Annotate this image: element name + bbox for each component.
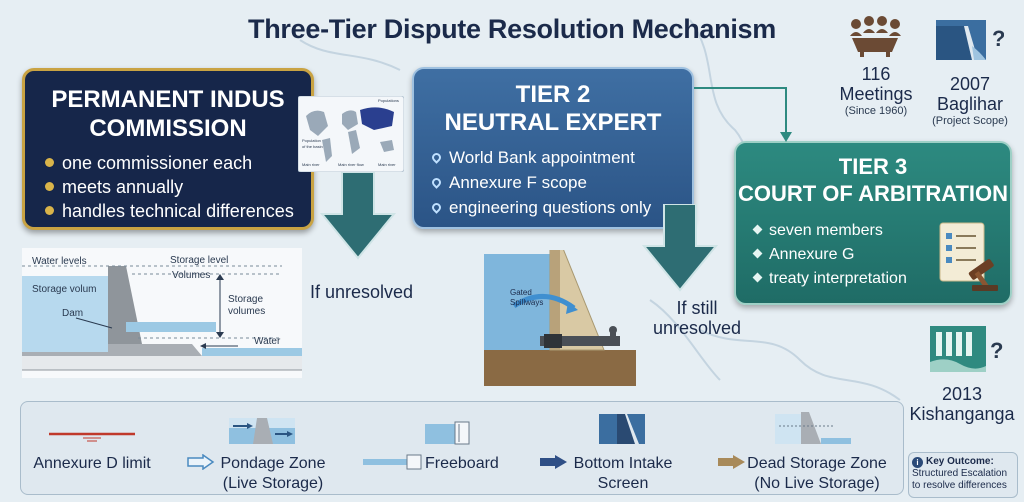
- bottom-intake-arrow-icon: [540, 455, 567, 469]
- arrow-tier2-down: [641, 204, 719, 292]
- svg-text:Main river: Main river: [378, 162, 396, 167]
- water-label: Water: [254, 336, 281, 347]
- tier3-title-line1: TIER 3: [838, 154, 908, 179]
- info-icon: i: [912, 457, 923, 468]
- unresolved-label: unresolved: [652, 318, 742, 338]
- meetings-label: Meetings: [839, 84, 913, 104]
- dead-storage-arrow-icon: [718, 455, 745, 469]
- svg-text:?: ?: [990, 338, 1003, 363]
- annexure-d-line-icon: [49, 432, 135, 442]
- kishanganga-year: 2013: [941, 384, 983, 404]
- tier1-card: PERMANENT INDUS COMMISSION one commissio…: [22, 68, 314, 230]
- legend-dead-storage-note: (No Live Storage): [754, 475, 880, 492]
- page-title: Three-Tier Dispute Resolution Mechanism: [248, 14, 776, 44]
- dead-storage-icon: [775, 412, 851, 444]
- diamond-bullet-icon: [752, 248, 763, 259]
- diamond-bullet-icon: [752, 272, 763, 283]
- dam-cross-section: [22, 265, 302, 371]
- storage-level-label: Storage level: [170, 255, 229, 266]
- spillway-diagram: Gated Spillways: [484, 250, 636, 390]
- tier2-bullet: Annexure F scope: [430, 170, 692, 195]
- key-outcome-line2: to resolve differences: [912, 480, 1007, 491]
- dam-question-icon: ?: [936, 20, 1004, 60]
- bullet-dot-icon: [45, 206, 54, 215]
- gated-label: Gated: [510, 288, 532, 297]
- connector-tier2-to-tier3: [694, 87, 792, 142]
- arrow-tier1-down: [319, 172, 397, 260]
- svg-text:?: ?: [992, 26, 1004, 51]
- legend-dead-storage: Dead Storage Zone: [747, 455, 887, 472]
- kishanganga-dam-icon: ?: [930, 326, 1003, 372]
- key-outcome-line1: Structured Escalation: [912, 468, 1008, 479]
- tier3-bullet: treaty interpretation: [752, 267, 1010, 291]
- svg-text:Populations: Populations: [378, 98, 399, 103]
- freeboard-line-icon: [363, 454, 422, 470]
- storage-volum-label: Storage volum: [32, 284, 97, 295]
- bullet-dot-icon: [45, 182, 54, 191]
- legend-bottom-intake-note: Screen: [597, 475, 649, 492]
- meetings-count: 116: [861, 64, 891, 84]
- tier2-bullet: World Bank appointment: [430, 145, 692, 170]
- legend-pondage: Pondage Zone: [220, 455, 326, 472]
- scroll-gavel-icon: [939, 222, 998, 291]
- if-still-label: If still: [676, 298, 718, 318]
- tier2-title-line1: TIER 2: [515, 81, 591, 108]
- spillways-label: Spillways: [510, 298, 544, 307]
- storage-volumes-label: Storage: [228, 294, 264, 305]
- pondage-zone-icon: [229, 418, 295, 444]
- tier3-bullet: seven members: [752, 219, 1010, 243]
- tier2-bullet: engineering questions only: [430, 195, 692, 220]
- bullet-dot-icon: [45, 158, 54, 167]
- diamond-bullet-icon: [752, 224, 763, 235]
- baglihar-year: 2007: [949, 74, 991, 94]
- svg-text:Population: Population: [302, 138, 321, 143]
- location-pin-icon: [430, 201, 443, 214]
- baglihar-name: Baglihar: [936, 94, 1004, 114]
- tier1-bullet: one commissioner each: [45, 151, 311, 175]
- tier3-card: TIER 3 COURT OF ARBITRATION seven member…: [734, 141, 1012, 305]
- if-unresolved-label: If unresolved: [310, 282, 414, 302]
- bottom-intake-icon: [599, 414, 645, 444]
- volumes-label: Volumes: [172, 270, 211, 281]
- location-pin-icon: [430, 151, 443, 164]
- legend-bottom-intake: Bottom Intake: [573, 455, 673, 472]
- location-pin-icon: [430, 176, 443, 189]
- dam-diagram: Water levels Storage level Volumes Stora…: [22, 248, 302, 378]
- meetings-note: (Since 1960): [844, 105, 908, 117]
- tier1-bullet: meets annually: [45, 175, 311, 199]
- tier3-bullet: Annexure G: [752, 243, 1010, 267]
- legend-freeboard: Freeboard: [425, 455, 499, 472]
- tier1-title-line1: PERMANENT INDUS: [51, 86, 285, 113]
- svg-text:of the basin: of the basin: [302, 144, 323, 149]
- tier2-card: TIER 2 NEUTRAL EXPERT World Bank appoint…: [412, 67, 694, 229]
- tier3-title-line2: COURT OF ARBITRATION: [737, 181, 1009, 206]
- spillway-cross-section: [484, 250, 636, 386]
- dam-label: Dam: [62, 308, 84, 319]
- tier1-bullet: handles technical differences: [45, 199, 311, 223]
- water-levels-label: Water levels: [32, 256, 87, 267]
- pondage-arrow-icon: [187, 454, 215, 470]
- svg-text:Main river: Main river: [302, 162, 320, 167]
- legend-annexure-d: Annexure D limit: [33, 455, 151, 472]
- tier2-title-line2: NEUTRAL EXPERT: [444, 109, 662, 136]
- legend-panel: Annexure D limit Pondage Zone (Live Stor…: [20, 401, 904, 495]
- key-outcome-title: Key Outcome:: [926, 456, 994, 467]
- legend-pondage-note: (Live Storage): [222, 475, 324, 492]
- kishanganga-name: Kishanganga: [909, 404, 1015, 424]
- svg-text:Main river flow: Main river flow: [338, 162, 364, 167]
- baglihar-note: (Project Scope): [932, 115, 1008, 127]
- freeboard-icon: [425, 421, 470, 445]
- meeting-table-icon: [850, 16, 901, 57]
- tier1-title-line2: COMMISSION: [89, 115, 247, 142]
